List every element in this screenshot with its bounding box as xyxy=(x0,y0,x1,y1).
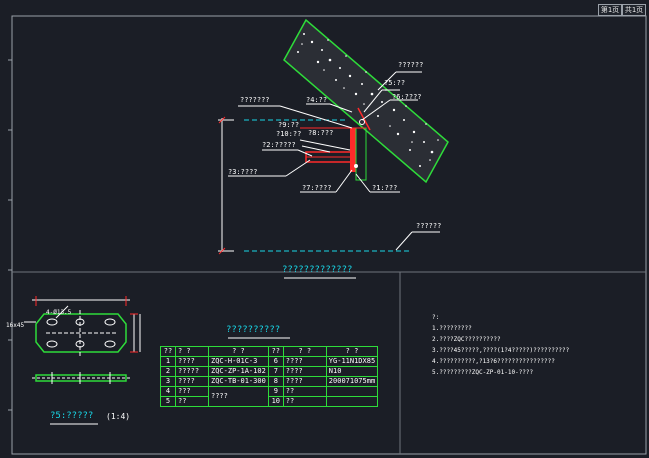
plate-detail xyxy=(24,296,141,356)
main-title: ????????????? xyxy=(282,265,353,275)
table-cell: 1 xyxy=(160,356,176,367)
frame-ticks xyxy=(8,59,12,411)
detail-scale: (1:4) xyxy=(106,412,131,421)
table-cell: 3 xyxy=(160,376,176,387)
leader-lines xyxy=(228,71,440,251)
header-cell: ?? xyxy=(160,346,176,357)
table-cell: ???? xyxy=(282,356,327,367)
table-row: 3 ???? ZQC-TB-01-300 8 ???? 200071075mm xyxy=(160,376,379,387)
table-cell xyxy=(325,396,379,407)
table-cell: ?? xyxy=(175,396,209,407)
label-l6: ?7:???? xyxy=(302,184,332,192)
label-top-right: ?????? xyxy=(398,61,424,69)
table-row: 2 ????? ZQC-ZP-1A-102 7 ???? N10 xyxy=(160,366,379,377)
table-cell: ??? xyxy=(175,386,209,397)
detail-title: ?5:????? xyxy=(50,411,94,421)
table-title: ?????????? xyxy=(226,325,281,335)
header-cell: ?? xyxy=(267,346,284,357)
parts-table: ?? ? ? ? ? ?? ? ? ? ? 1 ???? ZQC-H-01C-3… xyxy=(160,346,379,407)
table-cell-merged: ???? xyxy=(208,386,269,407)
table-cell: 200071075mm xyxy=(325,376,379,387)
note-item: 5.?????????ZQC-ZP-01-10-???? xyxy=(432,369,534,376)
note-item: 3.????45?????,????(1?4?????)?????????? xyxy=(432,347,570,354)
table-cell: ?? xyxy=(282,386,327,397)
table-cell: ZQC-H-01C-3 xyxy=(208,356,269,367)
table-row: 1 ???? ZQC-H-01C-3 6 ???? YG-11N1DX85 xyxy=(160,356,379,367)
label-l1: ?9:?? xyxy=(278,121,300,129)
table-cell: N10 xyxy=(325,366,379,377)
label-l7: ?1:??? xyxy=(372,184,398,192)
header-cell: ? ? xyxy=(282,346,327,357)
vertical-dimension xyxy=(218,116,234,255)
label-mid-b: ?4:?? xyxy=(306,96,328,104)
table-row: 5 ?? 10 ?? xyxy=(160,396,379,407)
label-plate-left: 16x45 xyxy=(6,322,25,329)
table-cell: 4 xyxy=(160,386,176,397)
header-cell: ? ? xyxy=(208,346,269,357)
label-l3: ?8:??? xyxy=(308,129,334,137)
table-cell: 2 xyxy=(160,366,176,377)
table-row: 4 ??? ???? 9 ?? xyxy=(160,386,379,407)
table-cell: ???? xyxy=(175,376,209,387)
label-mid-a: ?5:?? xyxy=(384,79,406,87)
table-cell: 10 xyxy=(267,396,284,407)
plate-side-view xyxy=(32,372,130,384)
note-item: 2.????ZQC?????????? xyxy=(432,336,501,343)
table-cell: ZQC-ZP-1A-102 xyxy=(208,366,269,377)
table-cell: 7 xyxy=(267,366,284,377)
table-cell: ???? xyxy=(175,356,209,367)
notes-heading: ?: xyxy=(432,314,440,321)
page-total-tab[interactable]: 共1页 xyxy=(622,4,646,16)
table-cell: ???? xyxy=(282,366,327,377)
table-cell: 9 xyxy=(267,386,284,397)
table-cell: 5 xyxy=(160,396,176,407)
drawing-border xyxy=(11,15,647,455)
concrete-segment xyxy=(283,18,449,184)
table-cell: ????? xyxy=(175,366,209,377)
table-cell: 8 xyxy=(267,376,284,387)
header-cell: ? ? xyxy=(175,346,209,357)
label-l5: ?3:???? xyxy=(228,168,258,176)
label-mid-c: ?6:???? xyxy=(392,93,422,101)
table-cell xyxy=(325,386,379,397)
table-cell: ZQC-TB-01-300 xyxy=(208,376,269,387)
note-item: 4.??????????,?13?6???????????????? xyxy=(432,358,555,365)
label-l4: ?2:????? xyxy=(262,141,296,149)
note-item: 1.????????? xyxy=(432,325,472,332)
table-cell: ?? xyxy=(282,396,327,407)
table-header-row: ?? ? ? ? ? ?? ? ? ? ? xyxy=(160,346,379,357)
label-plate-dim: 4-Ø13.5 xyxy=(46,309,72,316)
table-cell: ???? xyxy=(282,376,327,387)
label-l2: ?10:?? xyxy=(276,130,302,138)
table-cell: YG-11N1DX85 xyxy=(325,356,379,367)
header-cell: ? ? xyxy=(325,346,379,357)
table-cell: 6 xyxy=(267,356,284,367)
label-left-top: ??????? xyxy=(240,96,270,104)
notes-block: ?: 1.????????? 2.????ZQC?????????? 3.???… xyxy=(432,312,569,378)
label-bottom-right: ?????? xyxy=(416,222,442,230)
